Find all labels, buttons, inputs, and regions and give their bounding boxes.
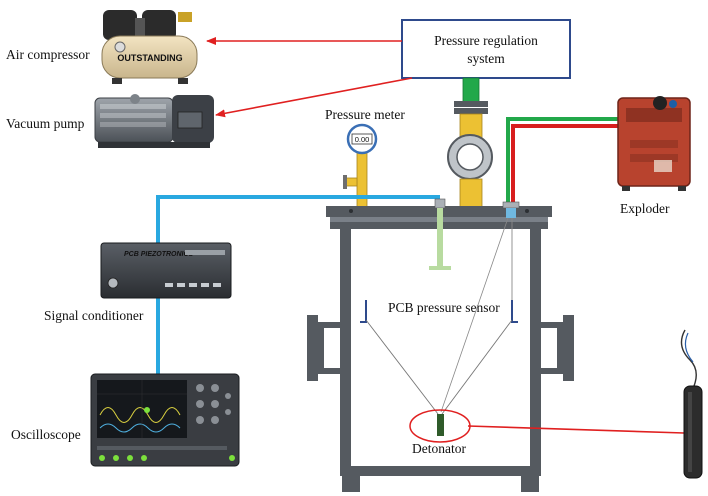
- exploder-label: Exploder: [620, 201, 670, 216]
- oscilloscope-label: Oscilloscope: [11, 427, 81, 442]
- oscilloscope-device: [90, 373, 240, 467]
- pressure-regulation-label-line1: Pressure regulation: [434, 33, 538, 48]
- detonator-suspension: [360, 217, 518, 415]
- signal-cable: [156, 195, 440, 243]
- detonator-label: Detonator: [412, 441, 466, 456]
- detonator-photo: [680, 329, 703, 479]
- pcb-pressure-sensor-label: PCB pressure sensor: [388, 300, 500, 315]
- detonator-pointer-line: [467, 425, 685, 434]
- compressor-brand-text: OUTSTANDING: [117, 53, 182, 63]
- exploder-device: [617, 96, 691, 191]
- vacuum-pump-label: Vacuum pump: [6, 116, 85, 131]
- pcb-pressure-sensor: [429, 208, 451, 270]
- pressure-meter-gauge: 0.00: [343, 123, 378, 209]
- wire-feedthrough-inner: [506, 208, 516, 218]
- pressure-meter-reading: 0.00: [355, 135, 370, 144]
- arrow-to-vacuum-pump: [215, 77, 413, 118]
- firing-wires: [506, 117, 622, 205]
- pressure-meter-label: Pressure meter: [325, 107, 405, 122]
- pressure-regulation-label-line2: system: [467, 51, 505, 66]
- air-compressor-label: Air compressor: [6, 47, 90, 62]
- detonator: [409, 409, 471, 443]
- sensor-fitting: [434, 198, 446, 209]
- pressure-regulation-system-box: Pressure regulation system: [401, 19, 571, 79]
- vacuum-pump-image: [94, 94, 214, 148]
- signal-conditioner-device: PCB PIEZOTRONICS: [100, 242, 232, 299]
- pressure-pipe: [447, 77, 493, 208]
- conditioner-brand-text: PCB PIEZOTRONICS: [124, 251, 194, 258]
- wire-feedthrough: [502, 201, 520, 209]
- signal-conditioner-label: Signal conditioner: [44, 308, 144, 323]
- air-compressor-image: OUTSTANDING: [101, 10, 198, 84]
